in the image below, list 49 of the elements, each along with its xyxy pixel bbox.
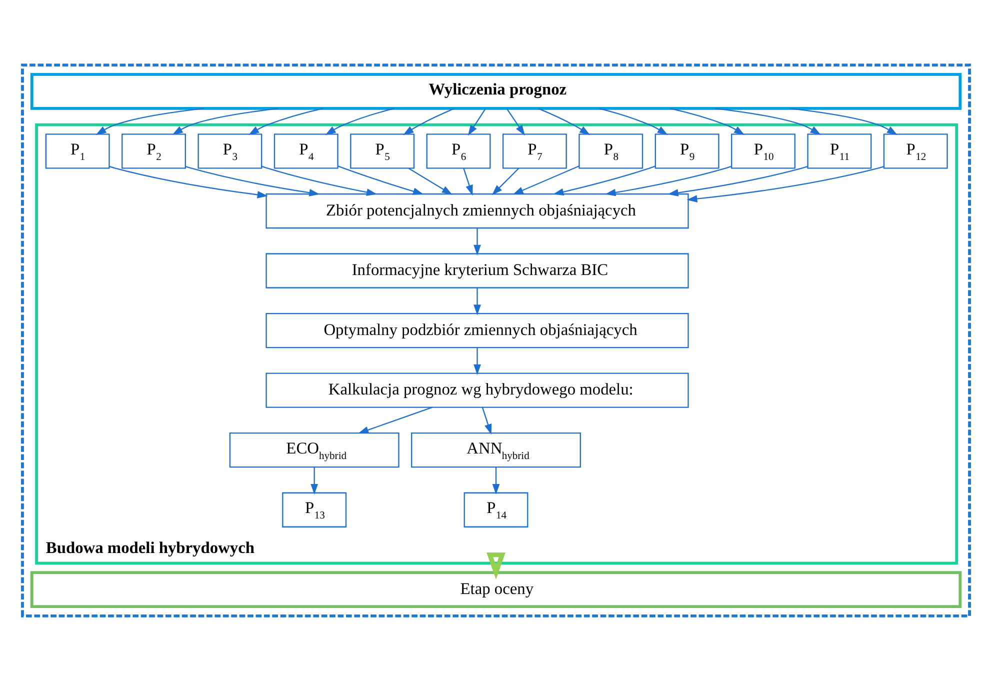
node-box: P$_{10}$ (731, 133, 796, 168)
node-box: Wyliczenia prognoz (30, 72, 962, 110)
node-box: Kalkulacja prognoz wg hybrydowego modelu: (266, 372, 689, 408)
arrow (668, 165, 808, 196)
arrow (474, 287, 481, 315)
arrow (686, 165, 884, 202)
node-box: P$_{7}$ (502, 133, 567, 168)
arrow (310, 466, 318, 494)
arrow (553, 165, 656, 196)
arrow (463, 168, 473, 196)
arrow (262, 165, 378, 196)
arrow (714, 107, 821, 134)
node-box: P$_{6}$ (426, 133, 491, 168)
node-box: P$_{14}$ (464, 492, 528, 527)
arrow (492, 167, 520, 195)
node-box: P$_{4}$ (274, 133, 338, 168)
node-box: Etap oceny (30, 570, 962, 608)
node-box: P$_{2}$ (122, 133, 186, 168)
cluster (21, 63, 971, 617)
arrow (468, 108, 486, 136)
arrow (512, 164, 580, 194)
arrow (486, 552, 506, 579)
arrow (185, 165, 320, 196)
node-box: P$_{3}$ (198, 133, 262, 168)
arrow (474, 228, 481, 255)
node-box: P$_{1}$ (45, 133, 110, 168)
node-box: P$_{5}$ (350, 133, 415, 168)
node-box: P$_{8}$ (578, 133, 644, 168)
node-box: Optymalny podzbiór zmiennych objaśniających (266, 312, 689, 348)
node-box: P$_{12}$ (883, 133, 948, 168)
arrow (474, 347, 481, 374)
arrow (358, 406, 432, 433)
arrow (789, 107, 898, 135)
node-box: P$_{9}$ (654, 133, 720, 168)
node-box: ANN$_{hybrid}$ (411, 432, 581, 468)
arrow (408, 167, 452, 194)
arrow (96, 107, 204, 135)
node-box: ECO$_{hybrid}$ (229, 432, 400, 468)
arrow (605, 165, 732, 196)
arrow (109, 165, 268, 198)
arrow (482, 406, 492, 434)
node-box: Informacyjne kryterium Schwarza BIC (266, 252, 689, 288)
node-box: P$_{13}$ (282, 492, 347, 527)
arrow (172, 107, 278, 134)
node-box: P$_{11}$ (807, 133, 872, 168)
arrow (506, 108, 525, 136)
arrow (492, 466, 500, 494)
arrow (338, 165, 424, 194)
node-box: Zbiór potencjalnych zmiennych objaśniających (266, 192, 689, 228)
